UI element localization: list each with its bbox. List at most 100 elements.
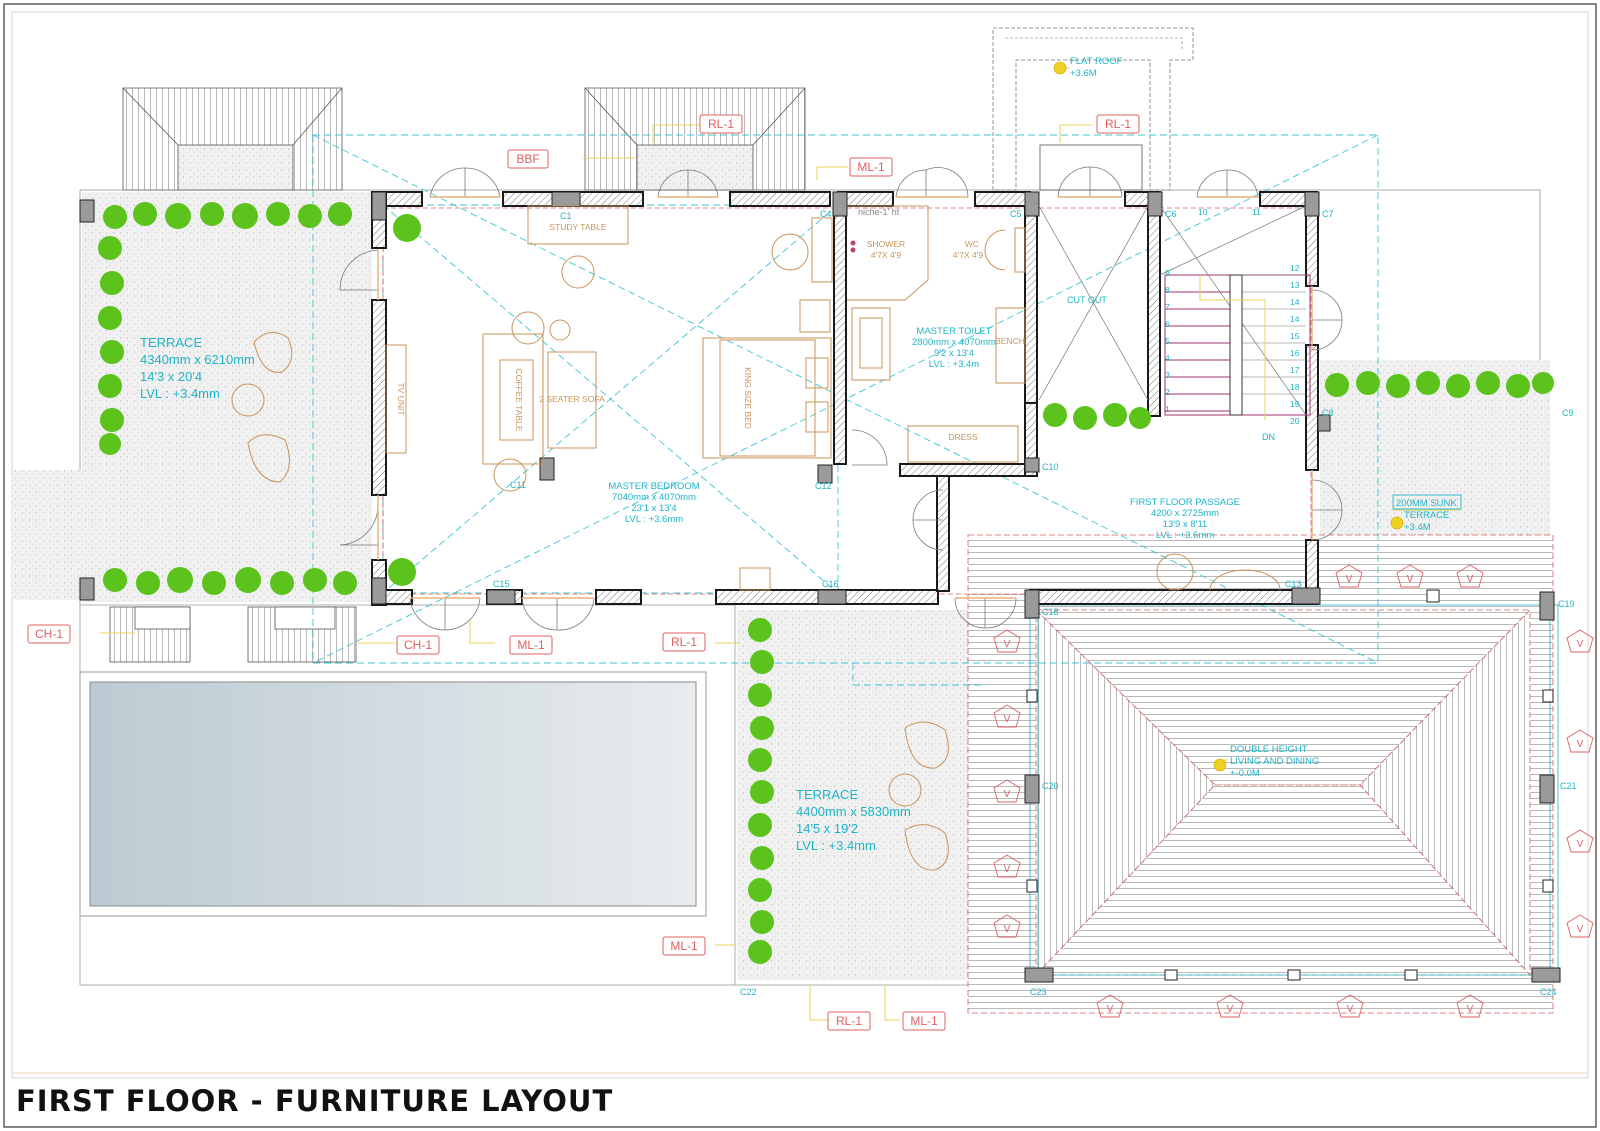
pergola-posts <box>1026 589 1554 981</box>
master-bedroom-size-ft: 23'1 x 13'4 <box>631 503 676 514</box>
column-label: C18 <box>1042 607 1059 617</box>
furniture <box>231 205 1281 871</box>
level-markers <box>1053 61 1404 772</box>
passage-size-ft: 13'9 x 8'11 <box>1163 519 1208 530</box>
terrace-west-level: LVL : +3.4mm <box>140 386 220 401</box>
study-table <box>527 205 629 245</box>
stair-step: 9 <box>1165 268 1170 278</box>
stair-step: 15 <box>1290 331 1300 341</box>
column-label: C15 <box>493 579 510 589</box>
side-gravel <box>12 470 82 600</box>
passage-name: FIRST FLOOR PASSAGE <box>1130 497 1240 508</box>
sunk-box <box>1392 494 1462 510</box>
stair-step: 10 <box>1198 207 1208 217</box>
svg-text:V: V <box>1004 924 1011 935</box>
dress-label: DRESS <box>948 432 978 442</box>
door-swings <box>339 166 1343 631</box>
double-height-label-2: LIVING AND DINING <box>1230 756 1319 767</box>
svg-text:V: V <box>1347 1004 1354 1015</box>
column-label: C1 <box>560 211 572 221</box>
sunk-level: +3.4M <box>1404 522 1431 533</box>
door-leaves <box>377 196 1313 599</box>
svg-text:V: V <box>1407 574 1414 585</box>
planter-east <box>1043 371 1554 430</box>
master-toilet-size-mm: 2800mm x 4070mm <box>912 337 996 348</box>
vanity <box>851 307 891 381</box>
svg-text:V: V <box>1004 639 1011 650</box>
column-label: C23 <box>1030 987 1047 997</box>
stair-step: 3 <box>1165 370 1170 380</box>
column-label: C13 <box>1285 579 1302 589</box>
column-label: C5 <box>1010 209 1022 219</box>
shower-label: SHOWER <box>867 239 905 249</box>
north-canopy-left <box>122 87 343 191</box>
tv-unit-label: TV UNIT <box>396 382 406 415</box>
master-toilet-name: MASTER TOILET <box>916 326 991 337</box>
master-bedroom-size-mm: 7040mm x 4070mm <box>612 492 696 503</box>
stair-step: 2 <box>1165 387 1170 397</box>
tag-boxes <box>27 114 1140 1031</box>
terrace-south-level: LVL : +3.4mm <box>796 838 876 853</box>
flat-roof-level: +3.6M <box>1070 68 1097 79</box>
stair-step: 14 <box>1290 297 1300 307</box>
svg-text:V: V <box>1467 1004 1474 1015</box>
sunk-terrace-label: TERRACE <box>1404 510 1449 521</box>
tag-rl1-northeast: RL-1 <box>1105 117 1131 131</box>
double-height-label-1: DOUBLE HEIGHT <box>1230 744 1308 755</box>
tag-ml1-south: ML-1 <box>517 638 545 652</box>
tag-ml1-pool: ML-1 <box>670 939 698 953</box>
bench-label: BENCH <box>995 336 1025 346</box>
master-bedroom-level: LVL : +3.6mm <box>625 514 683 525</box>
column-label: C10 <box>1042 462 1059 472</box>
stair-step: 13 <box>1290 280 1300 290</box>
dress-unit <box>907 425 1019 463</box>
column-label: C4 <box>820 209 832 219</box>
drawing-title: FIRST FLOOR - FURNITURE LAYOUT <box>16 1084 614 1118</box>
sunk-label: 200MM SUNK <box>1396 498 1457 509</box>
tag-bbf: BBF <box>516 152 539 166</box>
terrace-west-name: TERRACE <box>140 335 202 350</box>
terrace-south-name: TERRACE <box>796 787 858 802</box>
terrace-west-size-ft: 14'3 x 20'4 <box>140 369 202 384</box>
terrace-south-size-ft: 14'5 x 19'2 <box>796 821 858 836</box>
stair-step: 6 <box>1165 319 1170 329</box>
column-label: C9 <box>1562 408 1574 418</box>
stair-step: 11 <box>1252 207 1261 217</box>
column-label: C24 <box>1540 987 1557 997</box>
terrace-south-size-mm: 4400mm x 5830mm <box>796 804 911 819</box>
column-label: C22 <box>740 987 757 997</box>
wc-label: WC <box>965 239 979 249</box>
svg-text:V: V <box>1346 574 1353 585</box>
column-label: C6 <box>1165 209 1177 219</box>
stair-step: 17 <box>1290 365 1300 375</box>
bed <box>702 337 832 459</box>
terrace-west-size-mm: 4340mm x 6210mm <box>140 352 255 367</box>
stair-step: 8 <box>1165 285 1170 295</box>
stair-step: 14 <box>1290 314 1300 324</box>
shower-size: 4'7X 4'9 <box>871 250 901 260</box>
wc-size: 4'7X 4'9 <box>953 250 983 260</box>
master-bedroom-name: MASTER BEDROOM <box>608 481 699 492</box>
column-label: C20 <box>1042 781 1059 791</box>
passage-level: LVL : +3.6mm <box>1156 530 1214 541</box>
tag-ml1-north: ML-1 <box>857 160 885 174</box>
tag-rl1-south: RL-1 <box>671 635 697 649</box>
planter-south <box>748 618 774 964</box>
tv-unit <box>385 344 407 454</box>
column-label: C11 <box>510 480 526 490</box>
svg-text:V: V <box>1577 739 1584 750</box>
tag-ml1-bottom: ML-1 <box>910 1014 938 1028</box>
bench <box>995 307 1026 384</box>
study-table-label: STUDY TABLE <box>549 222 606 232</box>
terrace-west-floor <box>82 192 372 602</box>
svg-text:V: V <box>1004 864 1011 875</box>
stair-step: 12 <box>1290 263 1300 273</box>
stair-step: 7 <box>1165 302 1170 312</box>
column-label: C8 <box>1322 408 1334 418</box>
flat-roof-label: FLAT ROOF <box>1070 56 1123 67</box>
master-toilet-size-ft: 9'2 x 13'4 <box>934 348 974 359</box>
dn-label: DN <box>1262 432 1275 442</box>
stair-step: 5 <box>1165 336 1170 346</box>
